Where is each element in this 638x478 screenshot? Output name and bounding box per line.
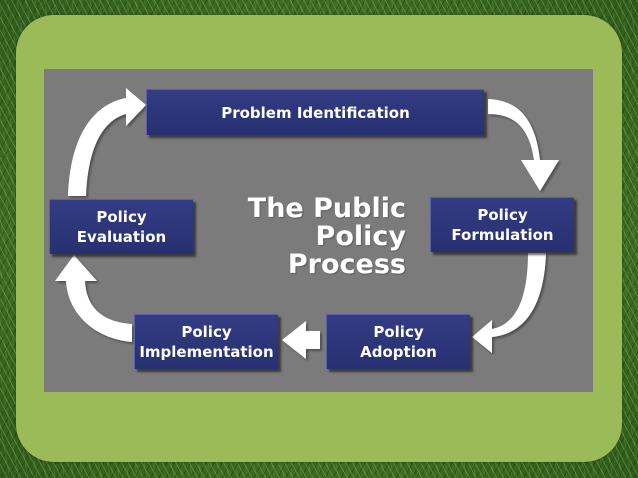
arrow-implementation-to-evaluation-icon: [55, 255, 132, 342]
diagram-title: The Public Policy Process: [196, 195, 406, 279]
step-policy-adoption-label-line2: Adoption: [360, 343, 437, 361]
arrow-identification-to-formulation-icon: [488, 99, 559, 191]
diagram-title-line2: Policy Process: [287, 221, 406, 280]
arrow-evaluation-to-identification-icon: [68, 88, 146, 196]
step-policy-evaluation-label-line2: Evaluation: [76, 228, 167, 246]
step-policy-evaluation-label-line1: Policy: [96, 208, 147, 226]
step-policy-formulation-label-line2: Formulation: [451, 226, 554, 244]
step-policy-adoption: Policy Adoption: [326, 314, 470, 369]
diagram-title-line1: The Public: [247, 193, 406, 224]
step-problem-identification: Problem Identification: [146, 89, 484, 135]
step-policy-implementation: Policy Implementation: [134, 314, 278, 369]
step-policy-evaluation: Policy Evaluation: [49, 199, 193, 254]
arrow-adoption-to-implementation-icon: [282, 321, 320, 359]
step-policy-adoption-label-line1: Policy: [373, 323, 424, 341]
arrow-formulation-to-adoption-icon: [472, 253, 546, 353]
step-policy-formulation-label-line1: Policy: [477, 206, 528, 224]
step-policy-implementation-label-line2: Implementation: [139, 343, 274, 361]
step-policy-formulation: Policy Formulation: [430, 197, 574, 252]
step-policy-implementation-label-line1: Policy: [181, 323, 232, 341]
step-problem-identification-label-line1: Problem Identification: [221, 103, 410, 122]
